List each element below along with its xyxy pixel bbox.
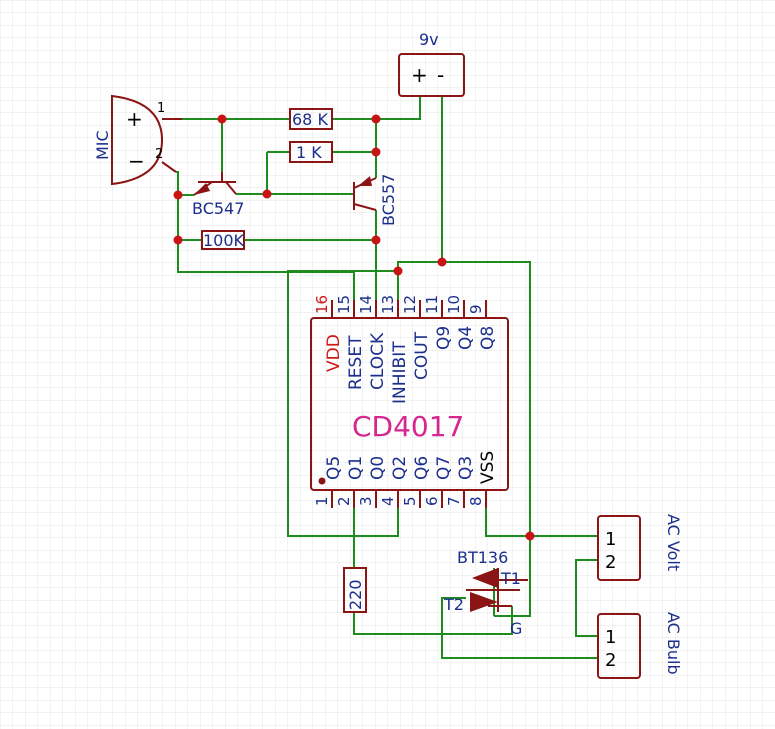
pin-inhibit-label: INHIBIT	[390, 341, 410, 404]
junction-dot	[173, 235, 183, 245]
pin5-number: 5	[401, 496, 419, 506]
pin7-number: 7	[445, 496, 463, 506]
resistor-1k[interactable]: 1 K	[289, 141, 333, 163]
pin-q8-label: Q8	[478, 326, 498, 350]
pin-reset-label: RESET	[346, 335, 366, 390]
pin6-number: 6	[423, 496, 441, 506]
pin-q5-label: Q5	[324, 456, 344, 480]
pin-q9-label: Q9	[434, 326, 454, 350]
pin-q1-label: Q1	[346, 456, 366, 480]
triac-bt136[interactable]: BT136 T1 T2 G	[443, 548, 528, 638]
pin2-number: 2	[335, 496, 353, 506]
ac-volt-pin2: 2	[605, 552, 616, 573]
resistor-100k-label: 100K	[203, 231, 245, 250]
pin-vdd-label: VDD	[324, 334, 344, 372]
junction-dot	[525, 531, 535, 541]
mic-label: MIC	[93, 130, 112, 160]
junction-dot	[217, 114, 227, 124]
junctions	[173, 114, 535, 541]
pin10-number: 10	[445, 295, 463, 314]
pin8-number: 8	[467, 496, 485, 506]
bc547-label: BC547	[192, 199, 244, 218]
pin-clock-label: CLOCK	[368, 332, 388, 390]
transistor-bc557[interactable]: BC557	[353, 174, 398, 226]
triac-label: BT136	[457, 548, 508, 567]
resistor-100k[interactable]: 100K	[201, 230, 245, 250]
junction-dot	[371, 147, 381, 157]
resistor-220-label: 220	[346, 579, 365, 610]
mic-minus: −	[128, 149, 145, 173]
pin4-number: 4	[379, 496, 397, 506]
ac-volt-label: AC Volt	[664, 514, 683, 571]
connector-ac-volt[interactable]: 1 2 AC Volt	[597, 514, 683, 581]
resistor-68k-label: 68 K	[292, 110, 328, 129]
pin-q6-label: Q6	[412, 456, 432, 480]
junction-dot	[371, 114, 381, 124]
pin9-number: 9	[467, 304, 485, 314]
transistor-bc547[interactable]: BC547	[192, 172, 244, 218]
battery-label: 9v	[419, 30, 439, 49]
resistor-1k-label: 1 K	[296, 143, 322, 162]
pin-q3-label: Q3	[456, 456, 476, 480]
junction-dot	[393, 266, 403, 276]
junction-dot	[371, 235, 381, 245]
battery-plus: +	[411, 63, 428, 87]
connector-ac-bulb[interactable]: 1 2 AC Bulb	[597, 612, 683, 679]
pin14-number: 14	[357, 295, 375, 314]
ac-volt-pin1: 1	[605, 529, 616, 550]
mic-pin2: 2	[155, 147, 163, 162]
junction-dot	[437, 257, 447, 267]
pin11-number: 11	[423, 295, 441, 314]
pin12-number: 12	[401, 295, 419, 314]
mic-plus: +	[126, 107, 143, 131]
pin-q2-label: Q2	[390, 456, 410, 480]
pin-vss-label: VSS	[478, 451, 498, 484]
pin-cout-label: COUT	[412, 331, 432, 380]
pin13-number: 13	[379, 295, 397, 314]
junction-dot	[173, 190, 183, 200]
triac-g-label: G	[510, 619, 522, 638]
bc557-label: BC557	[379, 174, 398, 226]
ic-name: CD4017	[352, 410, 464, 443]
pin15-number: 15	[335, 295, 353, 314]
ac-bulb-pin2: 2	[605, 650, 616, 671]
pin-q7-label: Q7	[434, 456, 454, 480]
ic-pin1-marker	[318, 477, 326, 485]
resistor-220[interactable]: 220	[343, 567, 367, 613]
ac-bulb-pin1: 1	[605, 627, 616, 648]
battery-9v[interactable]: 9v + -	[398, 30, 465, 97]
ac-bulb-label: AC Bulb	[664, 612, 683, 675]
triac-t2-label: T2	[443, 595, 464, 614]
pin1-number: 1	[313, 496, 331, 506]
wires	[176, 96, 598, 659]
mic-pin1: 1	[157, 101, 165, 116]
pin-q4-label: Q4	[456, 326, 476, 350]
pin3-number: 3	[357, 496, 375, 506]
pin16-number: 16	[313, 295, 331, 314]
resistor-68k[interactable]: 68 K	[289, 108, 333, 130]
triac-t1-label: T1	[500, 569, 521, 588]
ic-cd4017[interactable]: CD4017 16 15 14 13 12 11 10 9 VDD RESET …	[310, 295, 509, 508]
junction-dot	[262, 189, 272, 199]
microphone[interactable]: MIC + − 1 2	[93, 94, 182, 186]
battery-minus: -	[437, 63, 444, 87]
pin-q0-label: Q0	[368, 456, 388, 480]
